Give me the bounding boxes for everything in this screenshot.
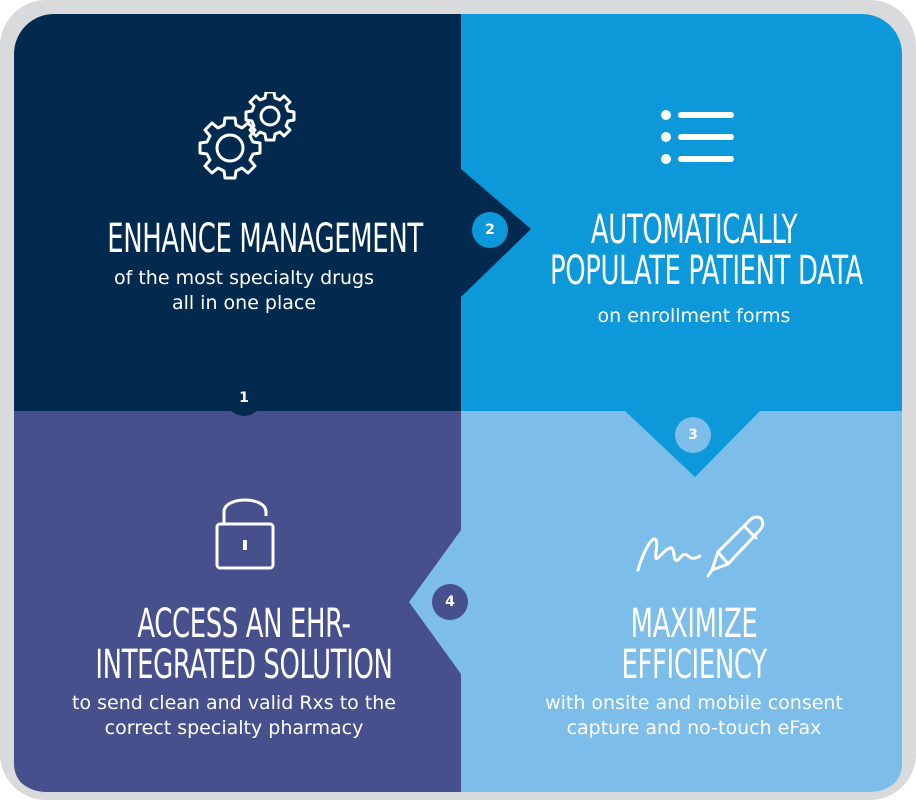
step-1-number: 1 bbox=[239, 390, 249, 406]
step-2-title-line: POPULATE PATIENT DATA bbox=[550, 247, 863, 294]
step-2-subtitle: on enrollment forms bbox=[494, 304, 894, 329]
step-2-subtitle-line: on enrollment forms bbox=[597, 305, 791, 327]
step-4-title-line: INTEGRATED SOLUTION bbox=[95, 641, 393, 688]
step-1-subtitle-line: all in one place bbox=[171, 291, 317, 314]
step-1-title-line: ENHANCE MANAGEMENT bbox=[107, 216, 423, 262]
step-2-panel bbox=[461, 14, 902, 411]
step-4-panel bbox=[14, 411, 461, 792]
step-4-badge: 4 bbox=[432, 584, 468, 620]
infographic-grid: 1 2 3 4 bbox=[14, 14, 902, 792]
step-4-subtitle-line: correct specialty pharmacy bbox=[104, 716, 364, 739]
step-4-title-line: ACCESS AN EHR- bbox=[137, 601, 351, 647]
step-3-panel bbox=[461, 411, 902, 792]
step-2-number: 2 bbox=[485, 222, 495, 238]
unlocked-padlock-icon bbox=[215, 498, 275, 570]
step-1-badge: 1 bbox=[226, 380, 262, 416]
gears-icon bbox=[198, 92, 296, 180]
step-2-title: AUTOMATICALLY POPULATE PATIENT DATA bbox=[550, 207, 863, 294]
step-4-subtitle-line: to send clean and valid Rxs to the bbox=[72, 692, 396, 714]
step-3-title: MAXIMIZE EFFICIENCY bbox=[550, 604, 838, 686]
step-3-number: 3 bbox=[688, 427, 698, 443]
step-2-badge: 2 bbox=[472, 212, 508, 248]
step-4-title: ACCESS AN EHR- INTEGRATED SOLUTION bbox=[93, 604, 395, 686]
step-3-subtitle: with onsite and mobile consent capture a… bbox=[494, 691, 894, 740]
step-3-title-line: EFFICIENCY bbox=[621, 641, 767, 688]
step-1-title: ENHANCE MANAGEMENT bbox=[107, 216, 423, 262]
list-icon bbox=[661, 110, 734, 164]
step-4-subtitle: to send clean and valid Rxs to the corre… bbox=[14, 691, 454, 740]
step-4-number: 4 bbox=[445, 594, 455, 610]
step-1-subtitle-line: of the most specialty drugs bbox=[114, 267, 374, 289]
step-3-title-line: MAXIMIZE bbox=[630, 601, 758, 647]
step-3-subtitle-line: with onsite and mobile consent bbox=[545, 692, 843, 714]
step-3-subtitle-line: capture and no-touch eFax bbox=[566, 716, 822, 739]
signature-pen-icon bbox=[636, 515, 765, 578]
step-2-title-line: AUTOMATICALLY bbox=[590, 207, 798, 253]
step-3-badge: 3 bbox=[675, 417, 711, 453]
step-1-panel bbox=[14, 14, 461, 411]
step-1-subtitle: of the most specialty drugs all in one p… bbox=[54, 266, 434, 315]
